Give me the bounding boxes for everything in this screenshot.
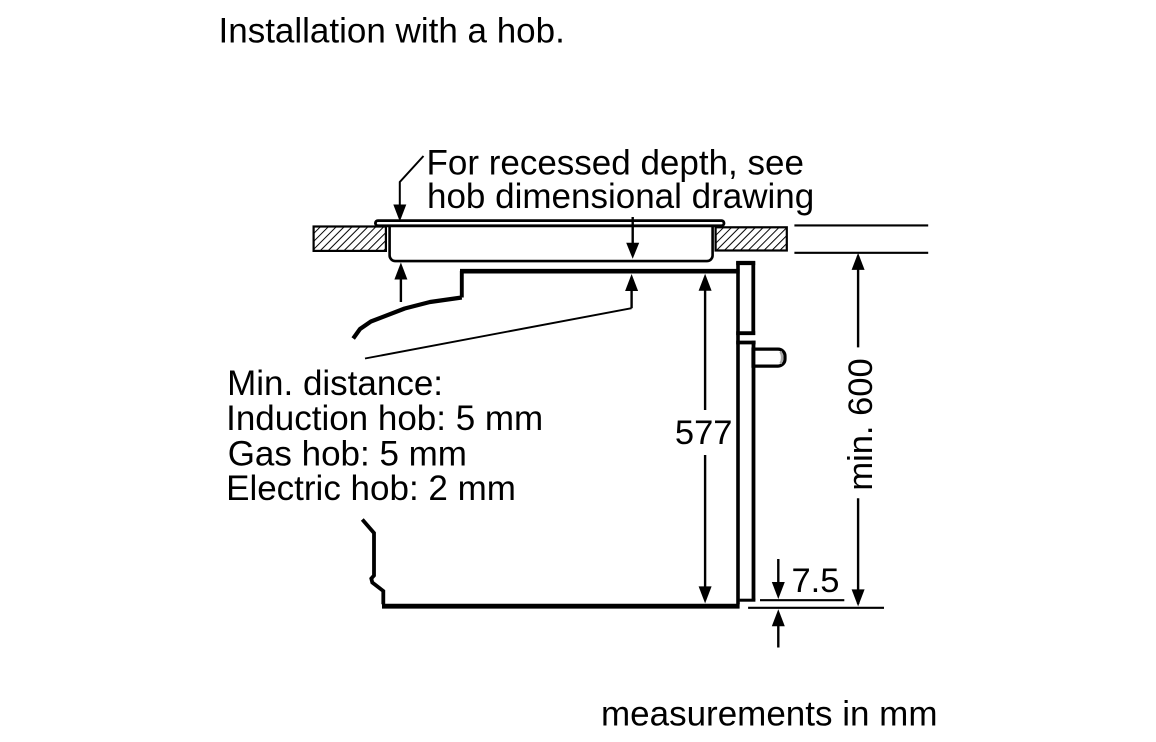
svg-text:measurements in mm: measurements in mm	[601, 694, 937, 733]
svg-text:For recessed depth, see: For recessed depth, see	[427, 144, 804, 183]
svg-text:7.5: 7.5	[792, 562, 840, 600]
svg-text:Induction hob: 5 mm: Induction hob: 5 mm	[226, 399, 543, 438]
svg-text:hob dimensional drawing: hob dimensional drawing	[427, 177, 814, 216]
svg-text:Installation with a hob.: Installation with a hob.	[219, 12, 565, 51]
svg-text:Min. distance:: Min. distance:	[227, 364, 443, 403]
svg-text:577: 577	[675, 414, 733, 452]
svg-text:Electric hob: 2 mm: Electric hob: 2 mm	[226, 469, 516, 508]
svg-text:min. 600: min. 600	[842, 358, 880, 490]
svg-text:Gas hob: 5 mm: Gas hob: 5 mm	[228, 434, 467, 473]
